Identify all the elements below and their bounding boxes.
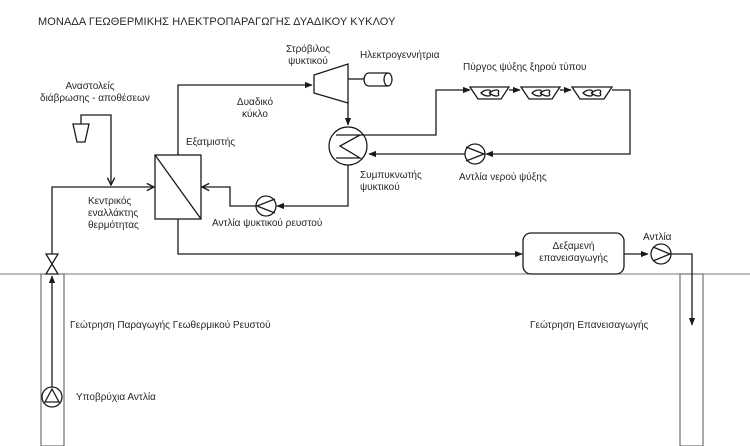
submersible-pump-label: Υποβρύχια Αντλία [76,392,156,403]
reinjection-pipe [671,253,696,326]
heat-exchanger-icon [154,154,202,220]
condensate-pipe [276,165,349,210]
cooling-tower-unit-3 [570,86,614,100]
binary-cycle-label-line2: κύκλο [242,109,268,120]
reinjection-tank-label-line2: επανεισαγωγής [539,253,608,264]
refrigerant-return-pipe [202,187,256,207]
heat-exchanger-label-line1: Κεντρικός [88,196,132,207]
inhibitors-label-line2: διάβρωσης - αποθέσεων [40,93,150,104]
evaporator-label: Εξατμιστής [186,137,236,148]
cooling-water-pump-label: Αντλία νερού ψύξης [459,172,547,183]
cooling-water-pump-icon [464,143,486,165]
inhibitor-tank-icon [72,123,90,143]
condenser-label-line2: ψυκτικού [360,182,400,193]
reinjection-pump-icon [650,243,672,265]
turbine-label-line1: Στρόβιλος [285,44,331,55]
turbine-label: Στρόβιλος ψυκτικού [278,44,338,68]
turbine-label-line2: ψυκτικού [288,56,328,67]
condenser-icon [328,126,368,166]
cooling-tower-unit-1 [468,86,511,100]
diagram-title: ΜΟΝΑΔΑ ΓΕΩΘΕΡΜΙΚΗΣ ΗΛΕΚΤΡΟΠΑΡΑΓΩΓΗΣ ΔΥΑΔ… [38,16,396,28]
reinjection-pump-label: Αντλία [643,232,672,243]
cooling-tower-label: Πύργος ψύξης ξηρού τύπου [463,62,587,73]
submersible-pump-icon [41,386,63,408]
vapor-line [177,81,313,155]
binary-cycle-label-line1: Δυαδικό [236,97,274,108]
inhibitors-label: Αναστολείς διάβρωσης - αποθέσεων [40,81,150,105]
generator-label: Ηλεκτρογεννήτρια [360,50,440,61]
cooling-water-return-pipe [485,89,631,158]
reinjection-tank-label: Δεξαμενή επανεισαγωγής [523,241,624,265]
heat-exchanger-label: Κεντρικός εναλλάκτης θερμότητας [88,196,139,232]
valve-icon [44,253,60,275]
binary-cycle-label: Δυαδικό κύκλο [230,97,280,121]
reinjection-well-label: Γεώτρηση Επανεισαγωγής [530,320,649,331]
condenser-label: Συμπυκνωτής ψυκτικού [360,170,422,194]
reinjection-tank-label-line1: Δεξαμενή [552,241,595,252]
brine-outlet-pipe [177,219,523,258]
heat-exchanger-label-line3: θερμότητας [88,220,139,231]
refrigerant-pump-label: Αντλία ψυκτικού ρευστού [212,218,323,229]
generator-icon [363,72,393,87]
production-well-label: Γεώτρηση Παραγωγής Γεωθερμικού Ρευστού [70,320,271,331]
condenser-label-line1: Συμπυκνωτής [360,170,422,181]
inhibitors-label-line1: Αναστολείς [65,81,115,92]
inhibitor-line [80,114,111,185]
geothermal-supply-pipe [51,187,154,254]
cooling-tower-unit-2 [519,86,562,100]
refrigerant-pump-icon [255,195,277,217]
heat-exchanger-label-line2: εναλλάκτης [88,208,139,219]
cooling-water-out-pipe [360,86,471,136]
turbine-icon [313,63,349,104]
